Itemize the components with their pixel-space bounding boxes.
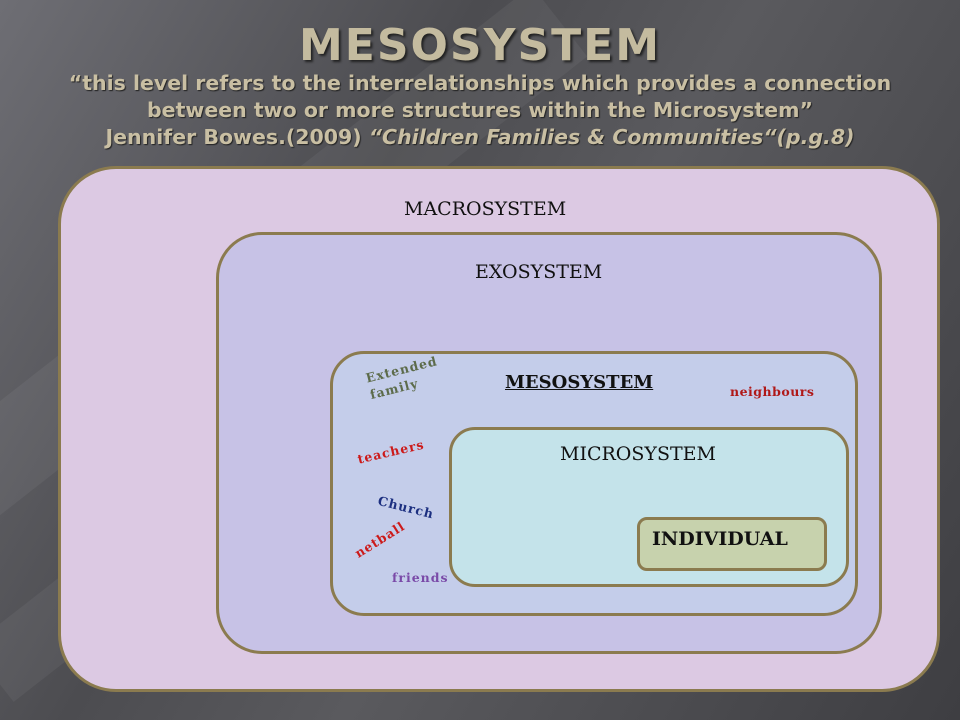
citation-book: “Children Families & Communities“(p.g.8) (368, 125, 855, 149)
individual-box (637, 517, 827, 571)
mesosystem-label: MESOSYSTEM (505, 372, 654, 393)
friends-label: friends (392, 570, 449, 585)
exosystem-label: EXOSYSTEM (475, 261, 603, 283)
quote-line-2: between two or more structures within th… (147, 98, 813, 122)
slide-title: MESOSYSTEM (298, 20, 662, 71)
slide-header: MESOSYSTEM “this level refers to the int… (0, 22, 960, 151)
citation-line: Jennifer Bowes.(2009) “Children Families… (0, 124, 960, 151)
macrosystem-label: MACROSYSTEM (404, 198, 567, 220)
individual-label: INDIVIDUAL (652, 528, 788, 550)
citation-author: Jennifer Bowes.(2009) (105, 125, 369, 149)
quote-line-1: “this level refers to the interrelations… (68, 71, 892, 95)
neighbours-label: neighbours (730, 384, 815, 399)
microsystem-label: MICROSYSTEM (560, 443, 716, 465)
